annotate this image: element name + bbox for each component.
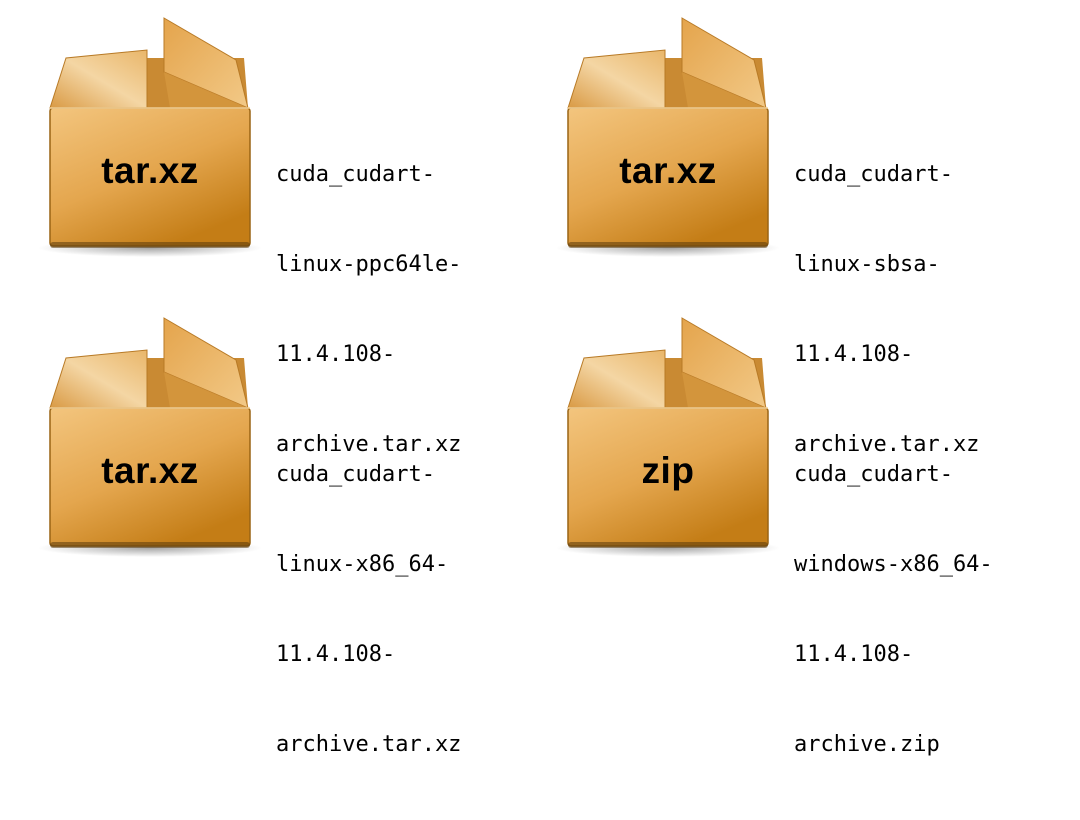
archive-type-label: tar.xz [101, 150, 199, 191]
file-name-line: cuda_cudart- [276, 462, 435, 487]
file-item[interactable]: zip cuda_cudart- windows-x86_64- 11.4.10… [548, 310, 1048, 757]
archive-box-icon: tar.xz [30, 310, 270, 560]
archive-box-icon: tar.xz [548, 10, 788, 260]
file-name-line: linux-ppc64le- [276, 252, 462, 277]
archive-box-icon: tar.xz [30, 10, 270, 260]
file-name-line: windows-x86_64- [794, 552, 993, 577]
file-name-line: cuda_cudart- [794, 462, 953, 487]
file-name-label[interactable]: cuda_cudart- linux-x86_64- 11.4.108- arc… [276, 400, 530, 820]
file-name-line: archive.tar.xz [794, 432, 980, 457]
file-name-line: cuda_cudart- [794, 162, 953, 187]
file-name-label[interactable]: cuda_cudart- linux-sbsa- 11.4.108- archi… [794, 100, 1048, 520]
file-name-line: 11.4.108- [276, 642, 396, 667]
archive-box-icon: zip [548, 310, 788, 560]
file-name-line: 11.4.108- [794, 642, 914, 667]
file-name-line: archive.zip [794, 732, 940, 757]
file-name-line: archive.tar.xz [276, 432, 462, 457]
file-name-line: linux-sbsa- [794, 252, 940, 277]
file-name-line: 11.4.108- [794, 342, 914, 367]
file-name-line: 11.4.108- [276, 342, 396, 367]
file-item[interactable]: tar.xz cuda_cudart- linux-sbsa- 11.4.108… [548, 10, 1048, 457]
file-name-label[interactable]: cuda_cudart- windows-x86_64- 11.4.108- a… [794, 400, 1048, 820]
file-name-label[interactable]: cuda_cudart- linux-ppc64le- 11.4.108- ar… [276, 100, 530, 520]
file-name-line: linux-x86_64- [276, 552, 449, 577]
archive-type-label: tar.xz [101, 450, 199, 491]
file-item[interactable]: tar.xz cuda_cudart- linux-x86_64- 11.4.1… [30, 310, 530, 757]
file-item[interactable]: tar.xz cuda_cudart- linux-ppc64le- 11.4.… [30, 10, 530, 457]
archive-type-label: tar.xz [619, 150, 717, 191]
archive-type-label: zip [641, 450, 695, 491]
file-name-line: archive.tar.xz [276, 732, 462, 757]
file-name-line: cuda_cudart- [276, 162, 435, 187]
